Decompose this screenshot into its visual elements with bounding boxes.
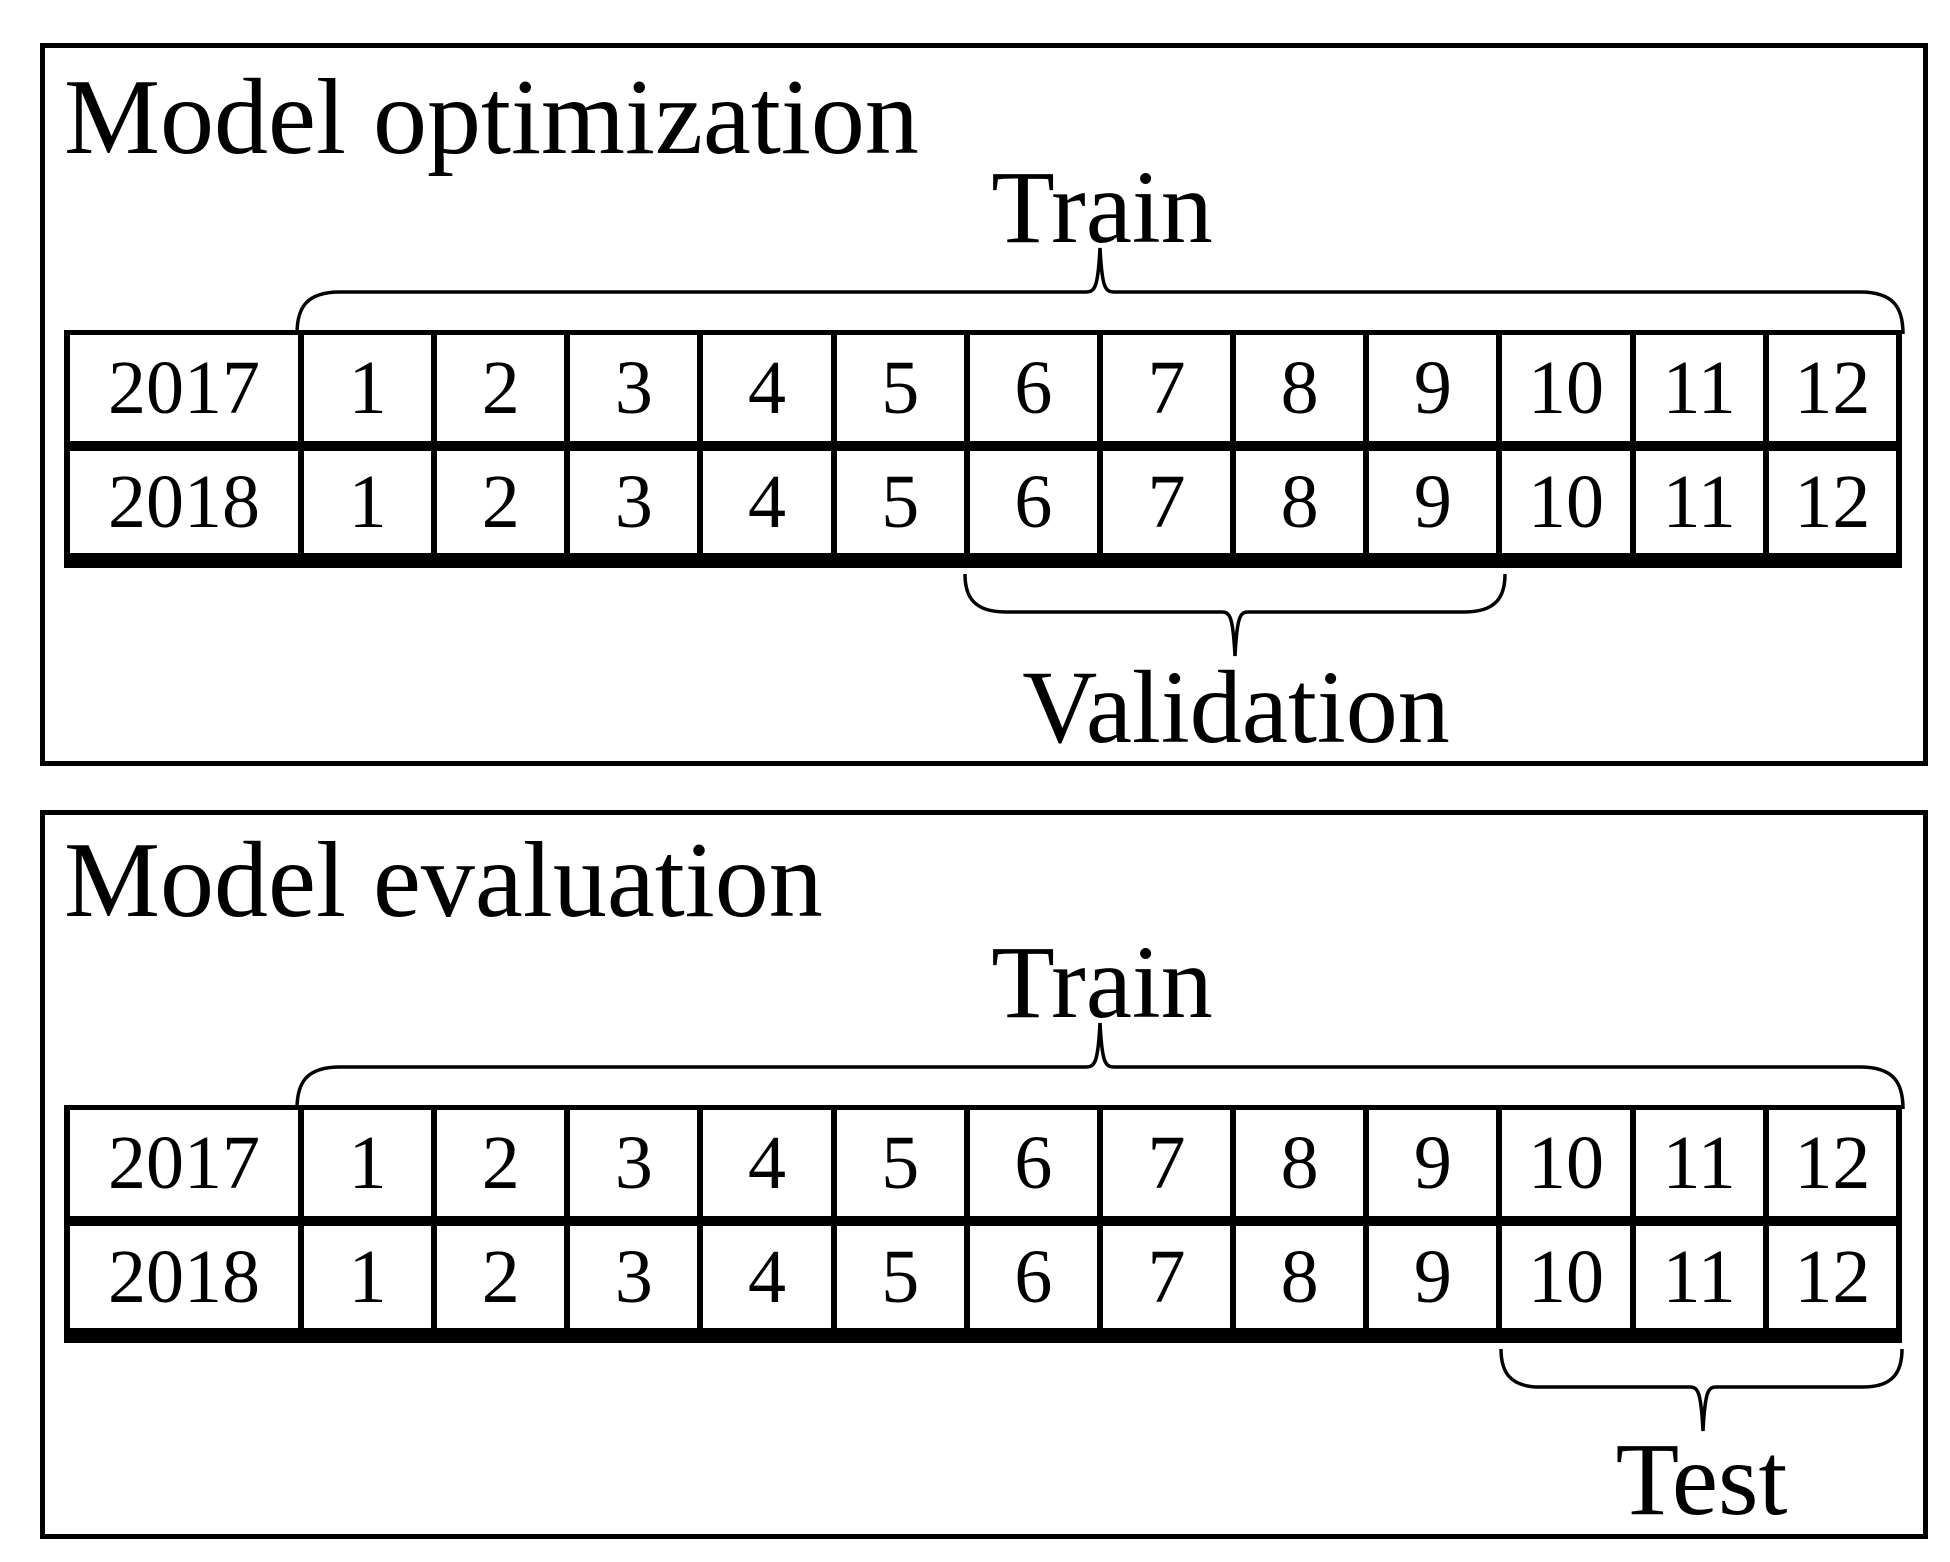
month-cell: 10 (1496, 1105, 1636, 1226)
year-cell: 2018 (64, 1218, 304, 1343)
validation-under-brace (963, 573, 1507, 657)
months-table-evaluation: 2017 1 2 3 4 5 6 7 8 9 10 11 12 2018 1 2… (64, 1105, 1903, 1343)
panel-title-evaluation: Model evaluation (64, 821, 823, 940)
test-label: Test (1615, 1422, 1788, 1537)
month-cell: 11 (1629, 1218, 1769, 1343)
table-row: 2017 1 2 3 4 5 6 7 8 9 10 11 12 (64, 330, 1903, 451)
month-cell: 9 (1363, 330, 1503, 451)
month-cell: 1 (297, 330, 438, 451)
month-cell: 6 (963, 443, 1103, 568)
month-cell: 5 (830, 330, 970, 451)
month-cell: 7 (1096, 1105, 1237, 1226)
month-cell: 12 (1762, 1105, 1903, 1226)
month-cell: 8 (1230, 1218, 1370, 1343)
month-cell: 11 (1629, 330, 1769, 451)
month-cell: 11 (1629, 1105, 1769, 1226)
month-cell: 7 (1096, 330, 1237, 451)
year-cell: 2017 (64, 330, 304, 451)
month-cell: 4 (697, 1105, 837, 1226)
month-cell: 12 (1762, 1218, 1903, 1343)
month-cell: 2 (431, 330, 571, 451)
month-cell: 5 (830, 1105, 970, 1226)
month-cell: 8 (1230, 1105, 1370, 1226)
panel-title-optimization: Model optimization (64, 58, 919, 177)
month-cell: 1 (297, 1218, 438, 1343)
month-cell: 9 (1363, 443, 1503, 568)
month-cell: 7 (1096, 443, 1237, 568)
month-cell: 10 (1496, 330, 1636, 451)
month-cell: 1 (297, 443, 438, 568)
table-row: 2018 1 2 3 4 5 6 7 8 9 10 11 12 (64, 1218, 1903, 1343)
train-over-brace (295, 247, 1905, 335)
month-cell: 2 (431, 443, 571, 568)
month-cell: 10 (1496, 443, 1636, 568)
month-cell: 8 (1230, 443, 1370, 568)
validation-label: Validation (1022, 650, 1450, 765)
year-cell: 2017 (64, 1105, 304, 1226)
train-label: Train (991, 925, 1213, 1040)
month-cell: 10 (1496, 1218, 1636, 1343)
train-over-brace (295, 1022, 1905, 1110)
month-cell: 6 (963, 1218, 1103, 1343)
month-cell: 2 (431, 1218, 571, 1343)
month-cell: 8 (1230, 330, 1370, 451)
month-cell: 5 (830, 1218, 970, 1343)
month-cell: 12 (1762, 443, 1903, 568)
month-cell: 6 (963, 330, 1103, 451)
month-cell: 3 (564, 1105, 704, 1226)
train-label: Train (991, 150, 1213, 265)
month-cell: 9 (1363, 1105, 1503, 1226)
month-cell: 4 (697, 443, 837, 568)
month-cell: 2 (431, 1105, 571, 1226)
month-cell: 7 (1096, 1218, 1237, 1343)
year-cell: 2018 (64, 443, 304, 568)
table-row: 2017 1 2 3 4 5 6 7 8 9 10 11 12 (64, 1105, 1903, 1226)
month-cell: 4 (697, 330, 837, 451)
month-cell: 4 (697, 1218, 837, 1343)
month-cell: 5 (830, 443, 970, 568)
month-cell: 12 (1762, 330, 1903, 451)
test-under-brace (1499, 1348, 1904, 1432)
month-cell: 9 (1363, 1218, 1503, 1343)
month-cell: 3 (564, 1218, 704, 1343)
month-cell: 6 (963, 1105, 1103, 1226)
month-cell: 11 (1629, 443, 1769, 568)
month-cell: 1 (297, 1105, 438, 1226)
month-cell: 3 (564, 443, 704, 568)
table-row: 2018 1 2 3 4 5 6 7 8 9 10 11 12 (64, 443, 1903, 568)
months-table-optimization: 2017 1 2 3 4 5 6 7 8 9 10 11 12 2018 1 2… (64, 330, 1903, 568)
month-cell: 3 (564, 330, 704, 451)
